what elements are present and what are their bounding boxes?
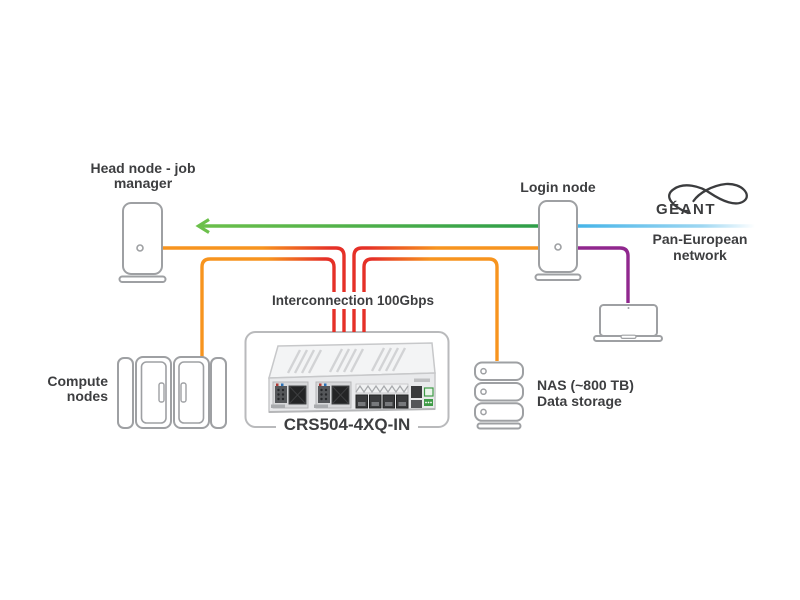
link-compute-to-switch — [200, 257, 336, 358]
switch-model-label: CRS504-4XQ-IN — [247, 414, 447, 436]
geant-swoosh-icon — [668, 182, 748, 215]
geant-logo-text: GÉANT — [656, 201, 716, 218]
login-node-label: Login node — [520, 179, 596, 195]
interconnection-label: Interconnection 100Gbps — [263, 292, 443, 309]
pan-european-network-label: Pan-European network — [652, 231, 748, 263]
psu-module-1 — [271, 381, 309, 409]
link-head-to-switch — [162, 246, 346, 332]
port-grille — [355, 383, 409, 394]
nas-storage-icon — [474, 361, 524, 430]
nas-storage-label: NAS (~800 TB) Data storage — [537, 377, 634, 409]
link-nas-to-switch — [362, 257, 499, 361]
psu-module-2 — [314, 381, 352, 409]
head-node-icon — [118, 202, 167, 283]
ethernet-and-pcb — [411, 378, 434, 408]
compute-nodes-icon — [117, 356, 227, 429]
laptop-icon — [593, 304, 663, 342]
vent-slats — [286, 347, 407, 374]
arrowhead-left-icon — [195, 218, 210, 234]
login-node-icon — [534, 200, 582, 281]
qsfp-ports — [355, 394, 409, 409]
link-login-to-laptop — [578, 246, 630, 303]
compute-nodes-label: Compute nodes — [47, 373, 108, 404]
connection-lines — [162, 218, 755, 361]
switch-device-icon — [268, 342, 436, 413]
head-node-label: Head node - job manager — [90, 160, 196, 191]
link-login-to-switch — [352, 246, 538, 332]
